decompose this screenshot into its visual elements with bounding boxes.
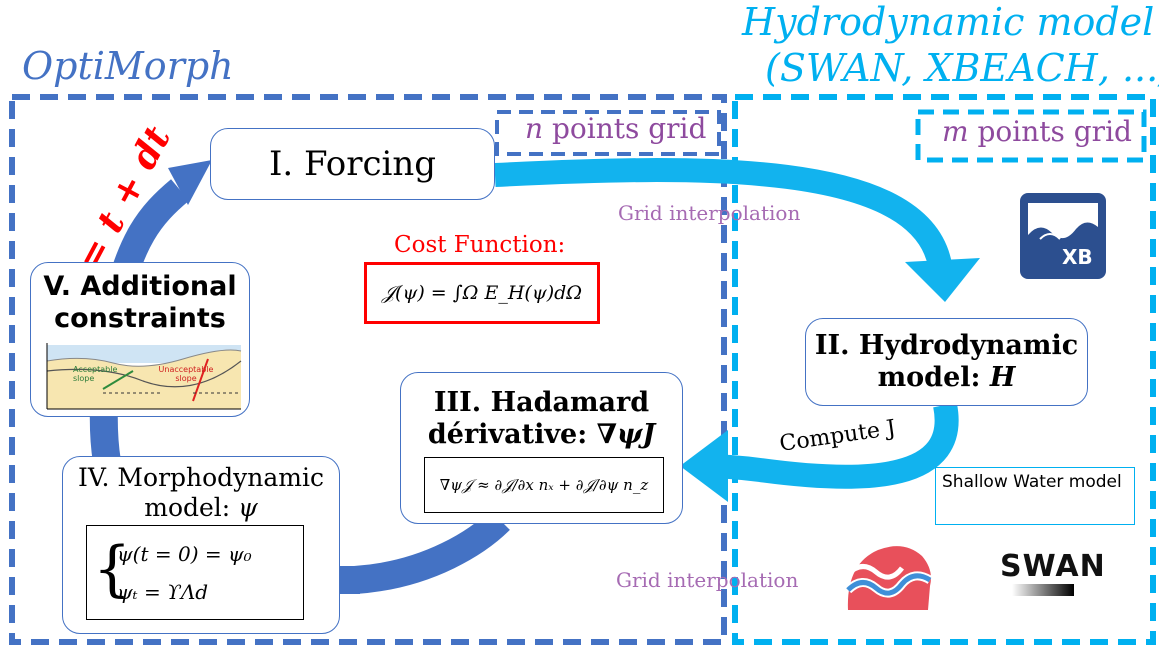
swan-logo: SWAN [1000,552,1112,604]
n-grid-label: n points grid [525,112,707,145]
m-grid-label: m points grid [942,115,1132,148]
optimorph-region [9,94,727,645]
hydro-line2: model: [877,362,990,393]
hadamard-var: ∇ψJ [596,419,656,450]
optimorph-title: OptiMorph [22,44,234,88]
constraints-box[interactable]: V. Additional constraints Acceptable slo… [30,262,250,417]
cycle-arrow-left [353,509,510,594]
wave-logo [844,546,933,610]
unacceptable-slope-label: Unacceptable slope [158,365,214,383]
xbeach-logo: XB [1020,193,1106,279]
hadamard-line2: dérivative: [427,419,597,450]
cost-function-formula: 𝒥(ψ) = ∫Ω E_H(ψ)dΩ [381,282,583,304]
cost-function-label: Cost Function: [394,232,566,258]
hadamard-box[interactable]: III. Hadamard dérivative: ∇ψJ ∇ψ𝒥 ≈ ∂𝒥/∂… [400,372,683,524]
xbeach-logo-text: XB [1062,245,1093,269]
acceptable-slope-label: Acceptable slope [73,365,118,383]
hadamard-formula: ∇ψ𝒥 ≈ ∂𝒥/∂x nₓ + ∂𝒥/∂ψ n_z [439,476,649,494]
morpho-line1: IV. Morphodynamic [77,463,325,492]
hadamard-formula-box: ∇ψ𝒥 ≈ ∂𝒥/∂x nₓ + ∂𝒥/∂ψ n_z [424,457,664,513]
grid-interp-arrow-top [494,158,952,268]
hydro-box[interactable]: II. Hydrodynamic model: H [805,318,1088,406]
hydro-var: H [989,362,1016,393]
grid-interp-label-top: Grid interpolation [618,201,801,225]
morpho-eq1: ψ(t = 0) = ψ₀ [117,542,252,566]
morpho-eq2: ψₜ = ϒΛd [117,580,209,604]
hydrodynamic-region [732,94,1156,645]
compute-j-arrow-head [680,430,728,502]
xbeach-wave-icon [1028,203,1098,269]
n-grid-box [495,110,721,156]
m-grid-box [915,109,1147,163]
grid-interp-label-bottom: Grid interpolation [616,568,799,592]
morpho-box[interactable]: IV. Morphodynamic model: ψ { ψ(t = 0) = … [62,456,340,634]
morpho-var: ψ [238,493,258,522]
forcing-box[interactable]: I. Forcing [210,128,495,200]
swan-logo-text: SWAN [1000,549,1106,584]
morpho-formula-box: { ψ(t = 0) = ψ₀ ψₜ = ϒΛd [86,525,304,620]
morpho-line2: model: [144,493,239,522]
grid-interp-arrow-top-head [905,258,980,302]
forcing-label: I. Forcing [268,144,437,184]
hydro-line1: II. Hydrodynamic [814,330,1079,361]
constraints-line1: V. Additional [43,271,237,302]
shallow-water-box: Shallow Water model [935,467,1135,525]
cost-function-box: 𝒥(ψ) = ∫Ω E_H(ψ)dΩ [364,262,600,324]
hydro-title-line1: Hydrodynamic model [742,0,1155,44]
cycle-arrow-head [168,160,212,205]
hydro-title-line2: (SWAN, XBEACH, ...) [765,46,1159,90]
hadamard-line1: III. Hadamard [433,387,650,418]
shallow-water-label: Shallow Water model [942,472,1122,492]
slope-illustration [46,343,242,410]
constraints-line2: constraints [54,303,226,334]
